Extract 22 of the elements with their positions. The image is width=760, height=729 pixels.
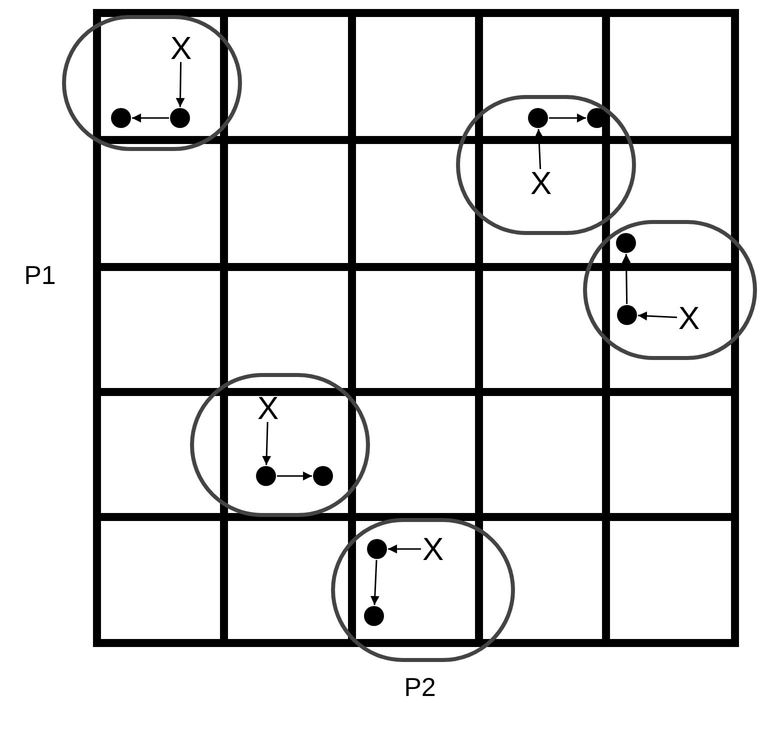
arrow [388,544,421,554]
arrow [638,311,678,320]
arrow [277,472,312,480]
arrow [370,560,380,606]
x-label: X [422,533,444,565]
axis-label: P2 [404,674,436,700]
arrow [549,114,586,122]
ellipse-outline [331,518,515,662]
x-label: X [678,302,700,334]
ellipse-outline [456,95,636,235]
x-label: X [257,392,279,424]
ellipse-outline [190,373,370,517]
arrow [622,254,631,304]
x-label: X [170,32,192,64]
arrow [262,422,272,466]
arrow [132,114,169,122]
ellipse-outline [583,220,757,360]
ellipse-outline [62,15,242,151]
arrow [534,128,544,170]
x-label: X [530,167,552,199]
arrow [176,62,185,108]
axis-label: P1 [24,262,56,288]
